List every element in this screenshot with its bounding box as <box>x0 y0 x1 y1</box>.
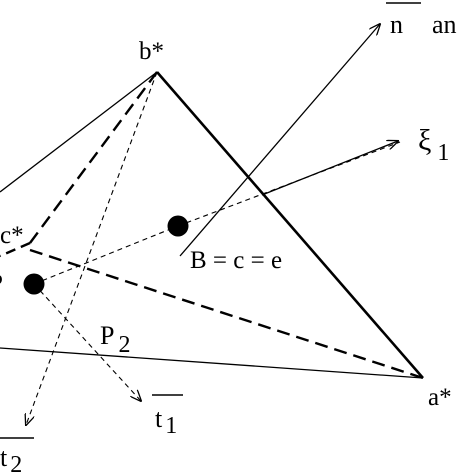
arrow-xi1 <box>261 141 398 196</box>
label-P2-sub: 2 <box>118 332 130 358</box>
label-xi1-main: ξ <box>418 124 431 157</box>
label-t1-main: t <box>155 404 163 433</box>
line-b-down-to-t2 <box>26 71 158 425</box>
label-a-star: a* <box>428 384 452 411</box>
label-b-star: b* <box>139 38 164 65</box>
label-t2-main: t <box>0 443 8 472</box>
edge-left-b <box>0 71 158 193</box>
label-P-partial: P <box>0 270 3 297</box>
label-xi1-sub: 1 <box>437 140 449 166</box>
arrow-n <box>179 24 380 257</box>
edge-c-left-dashed <box>0 241 31 258</box>
point-B <box>167 215 189 237</box>
label-t2-sub: 2 <box>10 452 22 474</box>
label-n: n <box>390 10 403 39</box>
label-c-star: c* <box>0 222 24 249</box>
label-B-equals: B = c = e <box>190 247 282 274</box>
edge-b-a <box>156 71 424 379</box>
point-P <box>23 273 45 295</box>
line-P-to-B <box>33 225 179 285</box>
label-an: an <box>432 10 457 39</box>
edge-bottom-a <box>0 347 424 379</box>
label-t1-sub: 1 <box>165 413 177 439</box>
edge-c-a-dashed <box>29 248 424 380</box>
edge-b-c-dashed <box>29 71 158 244</box>
label-P2-main: P <box>100 321 114 350</box>
